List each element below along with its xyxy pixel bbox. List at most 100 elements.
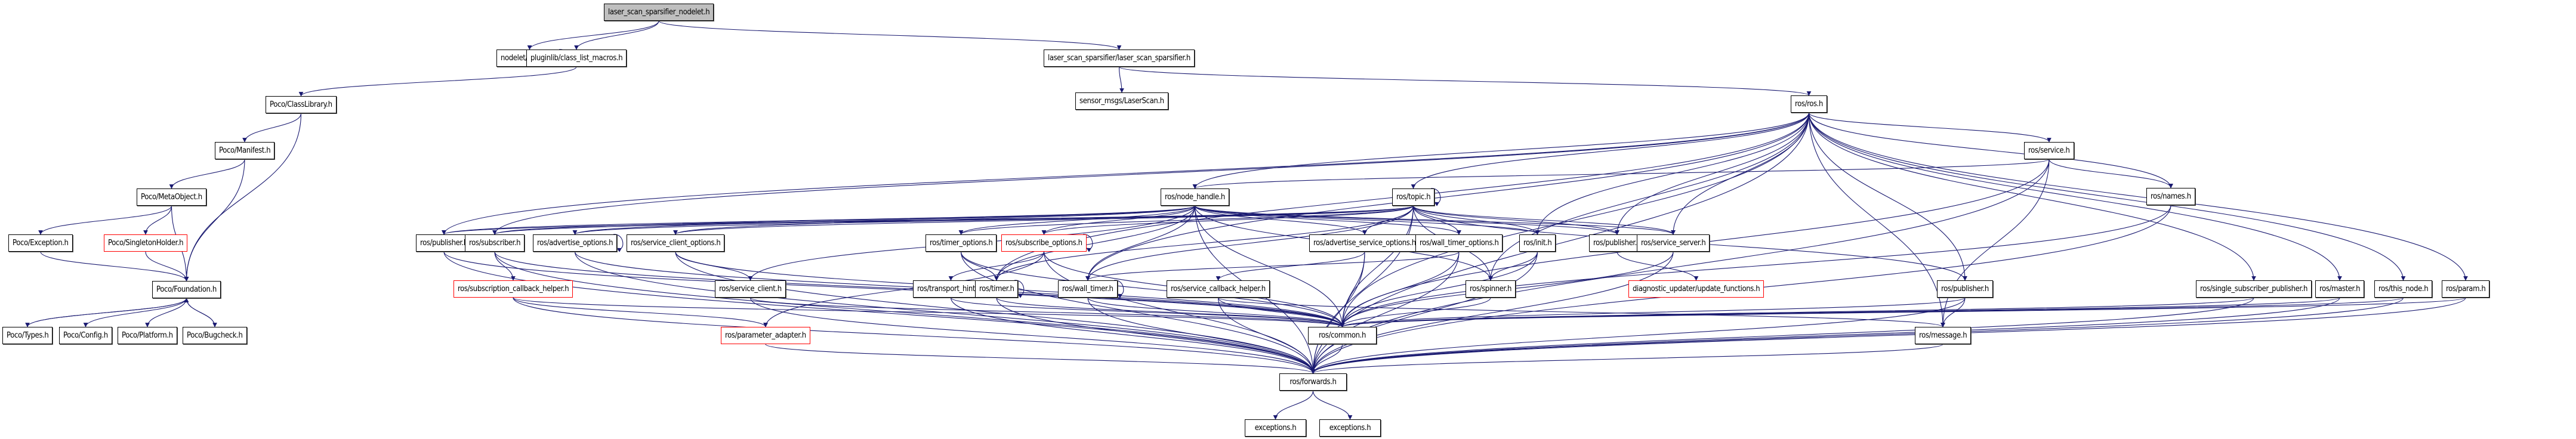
edge-subopts-to-paramadapter	[763, 251, 1045, 327]
graph-node-subopts[interactable]: ros/subscribe_options.h	[1001, 234, 1087, 252]
graph-node-types[interactable]: Poco/Types.h	[2, 327, 53, 344]
graph-node-laserscan[interactable]: sensor_msgs/LaserScan.h	[1075, 92, 1168, 110]
graph-node-nodehandle[interactable]: ros/node_handle.h	[1161, 188, 1229, 206]
graph-node-exceptions1[interactable]: exceptions.h	[1245, 419, 1306, 437]
graph-node-publisher3[interactable]: ros/publisher.h	[1937, 280, 1993, 298]
edge-manifest-to-metaobj	[169, 159, 245, 189]
graph-node-classlist[interactable]: pluginlib/class_list_macros.h	[526, 50, 627, 67]
edge-classlib-to-manifest	[242, 113, 302, 143]
edge-manifest-to-foundation	[184, 159, 245, 282]
graph-node-timer[interactable]: ros/timer.h	[975, 280, 1019, 298]
edge-singleton-to-foundation	[145, 251, 189, 282]
edge-timeropts-to-common	[960, 251, 1345, 327]
graph-node-timeropts[interactable]: ros/timer_options.h	[925, 234, 997, 252]
graph-node-subcbhelper[interactable]: ros/subscription_callback_helper.h	[454, 280, 573, 298]
graph-node-publisher2[interactable]: ros/publisher.h	[1589, 234, 1645, 252]
edge-topic-to-publisher1	[442, 205, 1414, 235]
edge-names-to-common	[1340, 205, 2171, 327]
graph-node-srvclientopts[interactable]: ros/service_client_options.h	[627, 234, 725, 252]
graph-node-lss[interactable]: laser_scan_sparsifier/laser_scan_sparsif…	[1044, 50, 1195, 67]
edge-srvcbhelper-to-message	[1217, 297, 1945, 327]
graph-node-walltimeropts[interactable]: ros/wall_timer_options.h	[1415, 234, 1503, 252]
edge-walltimer-to-forwards	[1087, 297, 1316, 374]
graph-node-diag[interactable]: diagnostic_updater/update_functions.h	[1628, 280, 1764, 298]
edge-forwards-to-exceptions2	[1312, 390, 1353, 420]
edge-paramadapter-to-forwards	[765, 344, 1316, 374]
edge-srvclient-to-common	[749, 297, 1345, 327]
graph-node-exceptions2[interactable]: exceptions.h	[1319, 419, 1381, 437]
graph-node-metaobj[interactable]: Poco/MetaObject.h	[137, 188, 206, 206]
graph-node-ros[interactable]: ros/ros.h	[1791, 95, 1828, 113]
graph-node-singleton[interactable]: Poco/SingletonHolder.h	[104, 234, 188, 252]
edge-message-to-forwards	[1310, 344, 1943, 374]
graph-node-service[interactable]: ros/service.h	[2024, 142, 2074, 159]
edge-ros-to-singlesubpub	[1808, 112, 2256, 281]
edge-service-to-nodehandle	[1193, 159, 2050, 189]
graph-node-manifest[interactable]: Poco/Manifest.h	[215, 142, 275, 159]
edge-exception-to-foundation	[40, 251, 189, 282]
edge-root-to-classlist	[574, 20, 659, 50]
graph-node-srvcbhelper[interactable]: ros/service_callback_helper.h	[1167, 280, 1270, 298]
graph-node-init[interactable]: ros/init.h	[1519, 234, 1556, 252]
graph-node-srvserver[interactable]: ros/service_server.h	[1637, 234, 1710, 252]
edge-ros-to-master	[1808, 112, 2342, 281]
edge-ros-to-param	[1808, 112, 2468, 281]
edge-srvclient-to-forwards	[749, 297, 1316, 374]
edge-topic-to-common	[1340, 205, 1414, 327]
graph-node-master[interactable]: ros/master.h	[2315, 280, 2365, 298]
edge-walltimeropts-to-forwards	[1310, 251, 1460, 374]
edge-bugcheck-to-foundation	[184, 298, 215, 327]
graph-node-param[interactable]: ros/param.h	[2442, 280, 2490, 298]
edge-publisher2-to-diag	[1616, 251, 1699, 281]
graph-node-names[interactable]: ros/names.h	[2146, 188, 2195, 205]
edge-srvcbhelper-to-common	[1217, 297, 1345, 327]
graph-node-exception[interactable]: Poco/Exception.h	[8, 234, 73, 252]
graph-node-classlib[interactable]: Poco/ClassLibrary.h	[266, 96, 337, 113]
graph-node-paramadapter[interactable]: ros/parameter_adapter.h	[721, 327, 810, 344]
edge-metaobj-to-singleton	[143, 205, 172, 235]
graph-node-forwards[interactable]: ros/forwards.h	[1279, 373, 1347, 391]
edge-nodehandle-to-subopts	[1041, 205, 1196, 235]
edge-nodehandle-to-walltimeropts	[1194, 205, 1461, 235]
graph-node-walltimer[interactable]: ros/wall_timer.h	[1058, 280, 1118, 298]
graph-node-config[interactable]: Poco/Config.h	[59, 327, 112, 344]
graph-node-advopts[interactable]: ros/advertise_options.h	[533, 234, 618, 252]
edge-metaobj-to-exception	[38, 205, 172, 235]
graph-node-message[interactable]: ros/message.h	[1915, 327, 1972, 344]
graph-node-publisher1[interactable]: ros/publisher.h	[416, 234, 472, 252]
graph-node-bugcheck[interactable]: Poco/Bugcheck.h	[183, 327, 247, 344]
edge-topic-to-srvclientopts	[673, 205, 1414, 235]
edge-ros-to-init	[1535, 112, 1810, 235]
edge-walltimeropts-to-common	[1340, 251, 1460, 327]
graph-node-thisnode[interactable]: ros/this_node.h	[2374, 280, 2433, 298]
graph-node-topic[interactable]: ros/topic.h	[1392, 188, 1435, 206]
graph-node-advsrvopts[interactable]: ros/advertise_service_options.h	[1309, 234, 1420, 252]
edge-timeropts-to-timer	[960, 251, 999, 281]
edge-ros-to-subscriber	[492, 112, 1810, 235]
graph-node-spinner[interactable]: ros/spinner.h	[1466, 280, 1516, 298]
edge-nodehandle-to-subscriber	[492, 205, 1196, 235]
edge-topic-to-subopts	[1041, 205, 1414, 235]
edge-init-to-forwards	[1310, 251, 1538, 374]
edge-srvcbhelper-to-forwards	[1217, 297, 1316, 374]
edge-topic-to-walltimer	[1085, 205, 1414, 281]
edge-ros-to-publisher2	[1615, 112, 1810, 235]
edge-ros-to-service	[1808, 112, 2051, 143]
edge-nodehandle-to-init	[1194, 205, 1540, 235]
graph-node-srvclient[interactable]: ros/service_client.h	[715, 280, 786, 298]
edge-walltimer-to-common	[1087, 297, 1345, 327]
graph-node-subscriber[interactable]: ros/subscriber.h	[465, 234, 525, 252]
edge-ros-to-thisnode	[1808, 112, 2406, 281]
edge-classlist-to-classlib	[298, 66, 577, 97]
graph-node-platform[interactable]: Poco/Platform.h	[118, 327, 177, 344]
edge-init-to-spinner	[1488, 251, 1538, 281]
edge-subcbhelper-to-forwards	[513, 297, 1316, 374]
edge-timer-to-forwards	[996, 297, 1316, 374]
edge-param-to-common	[1340, 297, 2466, 327]
edge-nodehandle-to-srvserver	[1194, 205, 1676, 235]
graph-node-root[interactable]: laser_scan_sparsifier_nodelet.h	[604, 4, 714, 21]
graph-node-common[interactable]: ros/common.h	[1308, 327, 1377, 344]
graph-node-foundation[interactable]: Poco/Foundation.h	[152, 281, 221, 298]
graph-node-singlesubpub[interactable]: ros/single_subscriber_publisher.h	[2196, 280, 2312, 298]
